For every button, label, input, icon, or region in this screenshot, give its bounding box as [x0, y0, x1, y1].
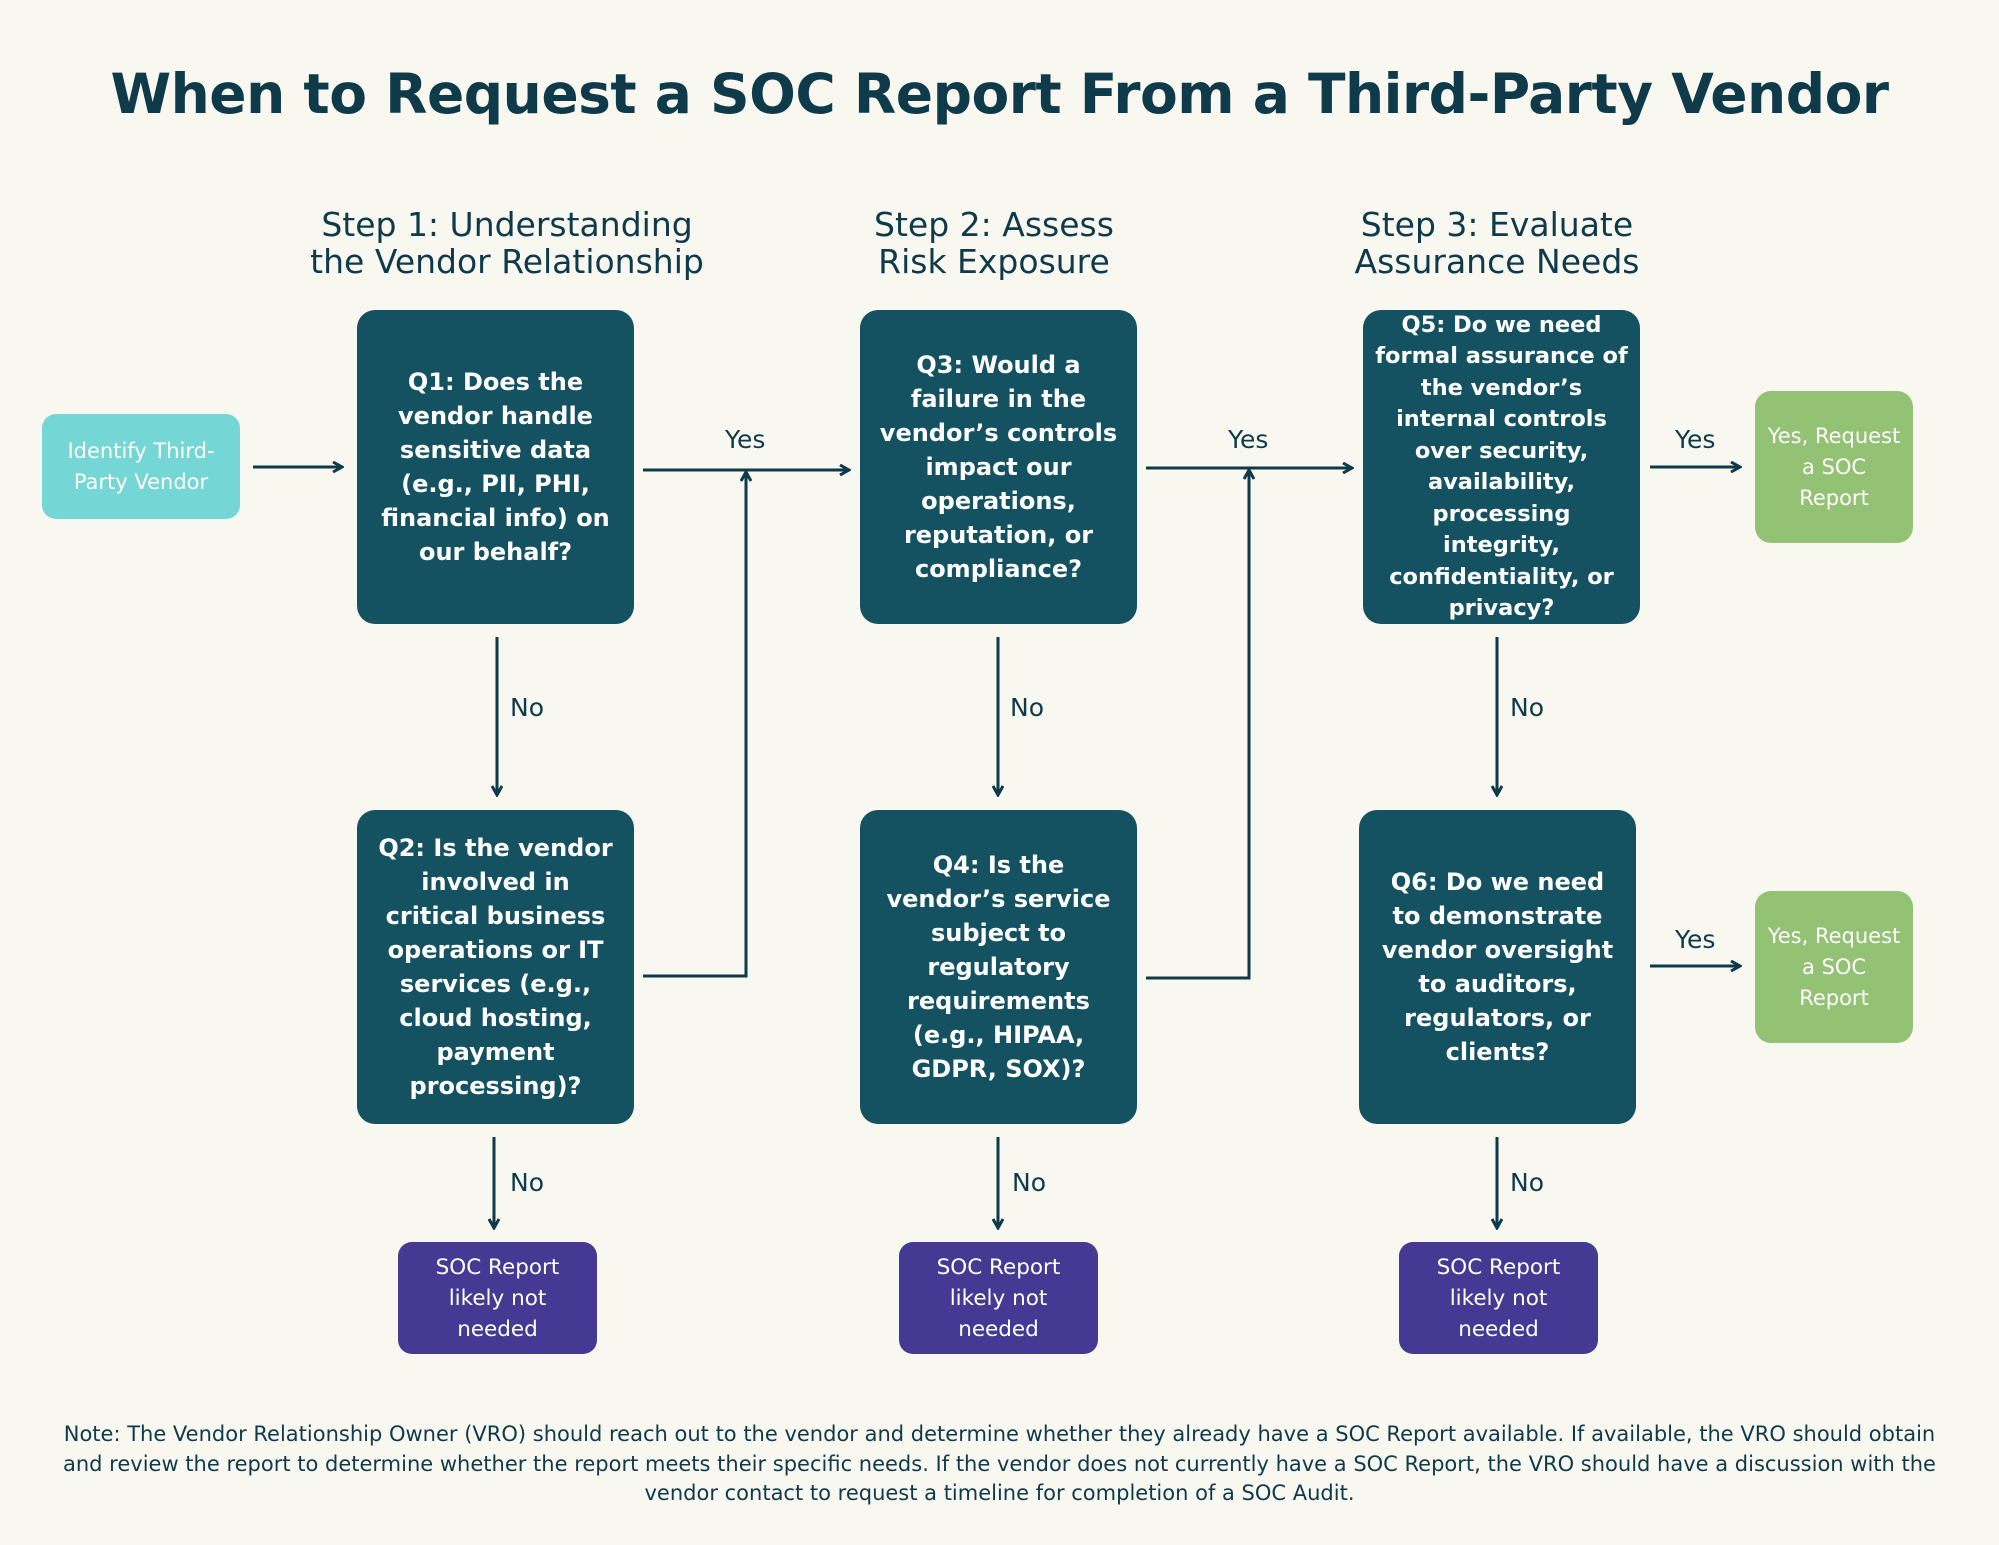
footnote: Note: The Vendor Relationship Owner (VRO… [63, 1422, 1936, 1505]
question-q2: Q2: Is the vendor involved in critical b… [357, 810, 634, 1124]
arrow-q4-merge [1146, 470, 1249, 980]
question-q4: Q4: Is the vendor’s service subject to r… [860, 810, 1137, 1124]
outcome-yes-q6: Yes, Request a SOC Report [1755, 891, 1913, 1043]
step-2-heading: Step 2: Assess Risk Exposure [874, 205, 1114, 281]
step-1-heading: Step 1: Understanding the Vendor Relatio… [310, 205, 704, 281]
edge-label-yes-q3: Yes [1228, 425, 1269, 454]
outcome-not-needed-1: SOC Report likely not needed [398, 1242, 597, 1354]
question-q3: Q3: Would a failure in the vendor’s cont… [860, 310, 1137, 624]
page-title: When to Request a SOC Report From a Thir… [110, 62, 1889, 126]
question-q5: Q5: Do we need formal assurance of the v… [1363, 310, 1640, 624]
start-node: Identify Third-Party Vendor [42, 414, 240, 519]
outcome-not-needed-3: SOC Report likely not needed [1399, 1242, 1598, 1354]
arrow-q2-merge [643, 472, 746, 978]
edge-label-no-q6: No [1510, 1168, 1544, 1197]
edge-label-yes-q6: Yes [1675, 925, 1716, 954]
edge-label-yes-q1: Yes [725, 425, 766, 454]
edge-label-no-q5: No [1510, 693, 1544, 722]
edge-label-no-q2: No [510, 1168, 544, 1197]
step-3-heading: Step 3: Evaluate Assurance Needs [1354, 205, 1640, 281]
edge-label-no-q4: No [1012, 1168, 1046, 1197]
outcome-not-needed-2: SOC Report likely not needed [899, 1242, 1098, 1354]
edge-label-no-q1: No [510, 693, 544, 722]
edge-label-yes-q5: Yes [1675, 425, 1716, 454]
question-q1: Q1: Does the vendor handle sensitive dat… [357, 310, 634, 624]
question-q6: Q6: Do we need to demonstrate vendor ove… [1359, 810, 1636, 1124]
outcome-yes-q5: Yes, Request a SOC Report [1755, 391, 1913, 543]
edge-label-no-q3: No [1010, 693, 1044, 722]
